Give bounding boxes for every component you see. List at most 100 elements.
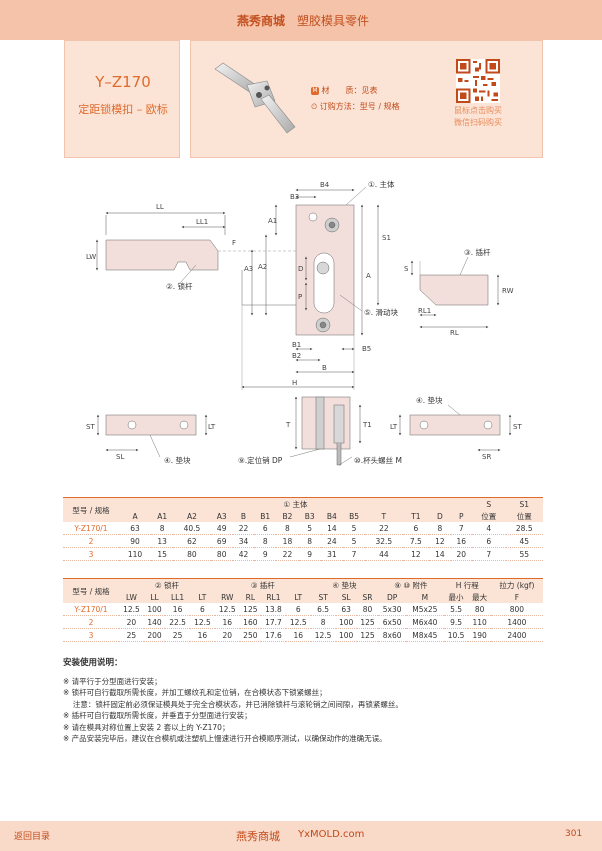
product-photo [214, 62, 296, 134]
footer-url[interactable]: YxMOLD.com [298, 829, 365, 840]
footer-brand[interactable]: 燕秀商城 [236, 830, 280, 843]
qr-caption-click[interactable]: 鼠标点击购买 [454, 106, 502, 115]
model-name: Y–Z170 [95, 73, 151, 91]
notes-title: 安装使用说明： [63, 658, 123, 668]
dim-A: A [366, 272, 371, 280]
table1-model-cell: 2 [63, 534, 119, 548]
table2-acc-group-header: ⑨ ⑩ 附件 [378, 578, 444, 591]
table2-col-header: RL1 [261, 591, 286, 603]
notes-list: ※ 请平行于分型面进行安装；※ 锁杆可自行截取所需长度，并加工螺纹孔和定位销，在… [63, 676, 543, 745]
table1-cell: 8 [254, 534, 277, 548]
table2-cell: 200 [143, 628, 166, 642]
technical-drawing: LL LL1 LW F B4 B3 A1 S1 A3 A2 D A P S RW… [86, 179, 522, 466]
table2-cell: 8x60 [378, 628, 407, 642]
table1-cell: 7 [471, 547, 506, 561]
table2-cell: 17.6 [261, 628, 286, 642]
table2-model-header: 型号 / 规格 [63, 578, 119, 603]
table1-s1-sub-header: 位置 [505, 510, 543, 522]
callout-cap-screw: ⑩.杯头螺丝 M [354, 455, 402, 465]
table1-col-header: A3 [210, 510, 233, 522]
table2-cell: 16 [285, 628, 311, 642]
order-label: 订购方法： [319, 102, 360, 111]
table2-col-header: LL1 [165, 591, 190, 603]
table2-col-header: LL [143, 591, 166, 603]
note-item: 注意：锁杆固定前必须保证模具处于完全合模状态，并已消除锁杆与滚轮销之间间隙，再锁… [63, 699, 403, 709]
dim-LT-right: LT [390, 423, 398, 431]
table1-col-header: B5 [342, 510, 366, 522]
table2-cell: 5.5 [443, 603, 469, 616]
table2-cell: 100 [335, 615, 357, 629]
table2-cell: 100 [143, 603, 166, 616]
top-banner: 燕秀商城 塑胶模具零件 [0, 0, 602, 40]
dim-P: P [298, 293, 302, 301]
table1-cell: 16 [450, 534, 472, 548]
table1-col-header: D [429, 510, 451, 522]
callout-dowel-pin: ⑨.定位销 DP [238, 455, 283, 465]
dim-B2: B2 [292, 352, 301, 360]
table1-s-sub-header: 位置 [471, 510, 506, 522]
qr-caption-wechat: 微信扫码购买 [454, 118, 502, 127]
table1-col-header: B2 [276, 510, 299, 522]
note-item: ※ 产品安装完毕后，建议在合模机或注塑机上慢速进行开合模顺序测试，以确保动作的准… [63, 734, 387, 743]
table2-cell: 80 [468, 603, 491, 616]
table2-cell: 22.5 [165, 615, 190, 629]
table1-col-header: A1 [151, 510, 174, 522]
table2-col-header: LT [285, 591, 311, 603]
table1-cell: 110 [119, 547, 152, 561]
table2-cell: 20 [214, 628, 240, 642]
table2-col-header: LT [190, 591, 215, 603]
table1-cell: 42 [232, 547, 255, 561]
table2-cell: 16 [190, 628, 215, 642]
dim-RL: RL [450, 329, 459, 337]
table1-cell: 69 [210, 534, 233, 548]
dim-LL1: LL1 [196, 218, 208, 226]
page-number: 301 [565, 829, 583, 839]
table1-col-header: T1 [402, 510, 430, 522]
table2-cell: 6.5 [310, 603, 336, 616]
table1-model-cell: 3 [63, 547, 119, 561]
table2-col-header: F [490, 591, 543, 603]
table1-s-header: S [471, 497, 506, 510]
table1-s1-header: S1 [505, 497, 543, 510]
table1-cell: 5 [342, 534, 366, 548]
dim-A2: A2 [258, 263, 267, 271]
table2-cell: M5x25 [406, 603, 444, 616]
table2-col-header: 最大 [468, 591, 491, 603]
table1-cell: 22 [365, 522, 403, 535]
dim-H: H [292, 379, 297, 387]
table1-cell: 44 [365, 547, 403, 561]
table2-h-group-header: H 行程 [443, 578, 491, 591]
table2-col-header: SL [335, 591, 357, 603]
table1-cell: 7.5 [402, 534, 430, 548]
brand-name[interactable]: 燕秀商城 [237, 14, 286, 28]
table1-cell: 34 [232, 534, 255, 548]
dim-B3: B3 [290, 193, 299, 201]
note-item: ※ 请平行于分型面进行安装； [63, 676, 162, 686]
table2-cell: 5x30 [378, 603, 407, 616]
table2-cell: 16 [214, 615, 240, 629]
table1-cell: 80 [210, 547, 233, 561]
table2-cell: 12.5 [190, 615, 215, 629]
dim-F: F [232, 239, 236, 247]
dim-RW: RW [502, 287, 514, 295]
installation-notes: 安装使用说明： ※ 请平行于分型面进行安装；※ 锁杆可自行截取所需长度，并加工螺… [63, 658, 543, 745]
table2-col-header: DP [378, 591, 407, 603]
dim-T1: T1 [362, 421, 372, 429]
table2-cell: 125 [239, 603, 261, 616]
table2-cell: 10.5 [443, 628, 469, 642]
table1-cell: 13 [151, 534, 174, 548]
dim-SL: SL [116, 453, 124, 461]
table2-col-header: LW [119, 591, 144, 603]
table1-cell: 45 [505, 534, 543, 548]
qr-code-icon[interactable] [456, 59, 500, 103]
table2-cell: 6 [285, 603, 311, 616]
table1-cell: 20 [450, 547, 472, 561]
note-item: ※ 请在模具对称位置上安装 2 套以上的 Y-Z170； [63, 722, 230, 732]
table1-cell: 4 [471, 522, 506, 535]
table2-cell: 250 [239, 628, 261, 642]
back-to-contents-link[interactable]: 返回目录 [14, 832, 51, 842]
table2-cell: 6x50 [378, 615, 407, 629]
dim-SR: SR [482, 453, 491, 461]
